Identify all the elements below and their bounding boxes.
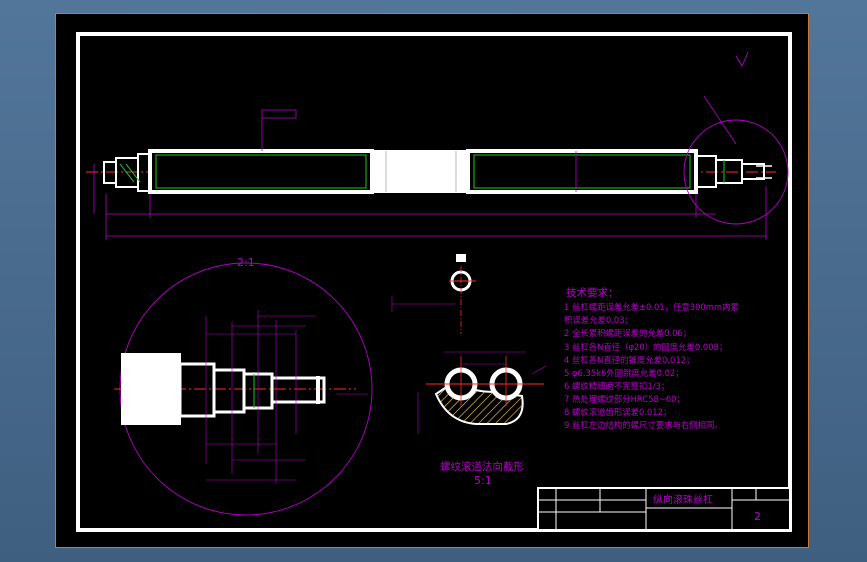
- tech-req-item: 3 丝杠各N直径（φ20）的圆度允差0.008；: [564, 342, 727, 352]
- detail-view-label: 2:1: [237, 256, 255, 269]
- detail-marker-circle: [683, 119, 789, 225]
- technical-requirements: 技术要求： 1 丝杠螺距误差允差±0.01，任意300mm内累 积误差允差0.0…: [564, 286, 739, 430]
- tech-req-item: 积误差允差0.03；: [564, 315, 633, 325]
- tech-req-item: 8 螺纹滚道齿形误差0.012；: [564, 407, 671, 417]
- section-scale: 5:1: [474, 474, 492, 487]
- tech-req-item: 9 丝杠左边结构的螺尺寸要求与右侧相同。: [564, 420, 723, 430]
- part-name: 纵向滚珠丝杠: [653, 493, 713, 506]
- engineering-drawing: 2:1 螺纹滚道法向截形 5:1 技术要求： 1 丝杠螺距误差允差±0.01，任…: [76, 32, 792, 532]
- section-caption: 螺纹滚道法向截形: [440, 460, 524, 473]
- tech-req-item: 4 丝杠各N直径的锥度允差0.012；: [564, 355, 694, 365]
- cad-viewport[interactable]: 2:1 螺纹滚道法向截形 5:1 技术要求： 1 丝杠螺距误差允差±0.01，任…: [55, 13, 809, 548]
- tech-req-item: 6 螺纹精细磨不完整扣1/3；: [564, 381, 669, 391]
- detail-view: 2:1: [114, 256, 373, 516]
- section-view: 螺纹滚道法向截形 5:1: [391, 254, 547, 487]
- sheet-number: 2: [754, 510, 761, 523]
- title-block: 纵向滚珠丝杠 2: [537, 487, 791, 531]
- outer-frame: [76, 32, 792, 532]
- tech-req-item: 2 全长累积螺距误差的允差0.06；: [564, 328, 691, 338]
- tech-req-title: 技术要求：: [566, 286, 619, 299]
- tech-req-item: 5 φ6.35k6外圆跳度允差0.02；: [564, 368, 684, 378]
- tech-req-item: 1 丝杠螺距误差允差±0.01，任意300mm内累: [564, 302, 739, 312]
- lead-screw-main-view: [86, 51, 789, 240]
- tech-req-item: 7 热处理螺纹部分HRC58~60；: [564, 394, 685, 404]
